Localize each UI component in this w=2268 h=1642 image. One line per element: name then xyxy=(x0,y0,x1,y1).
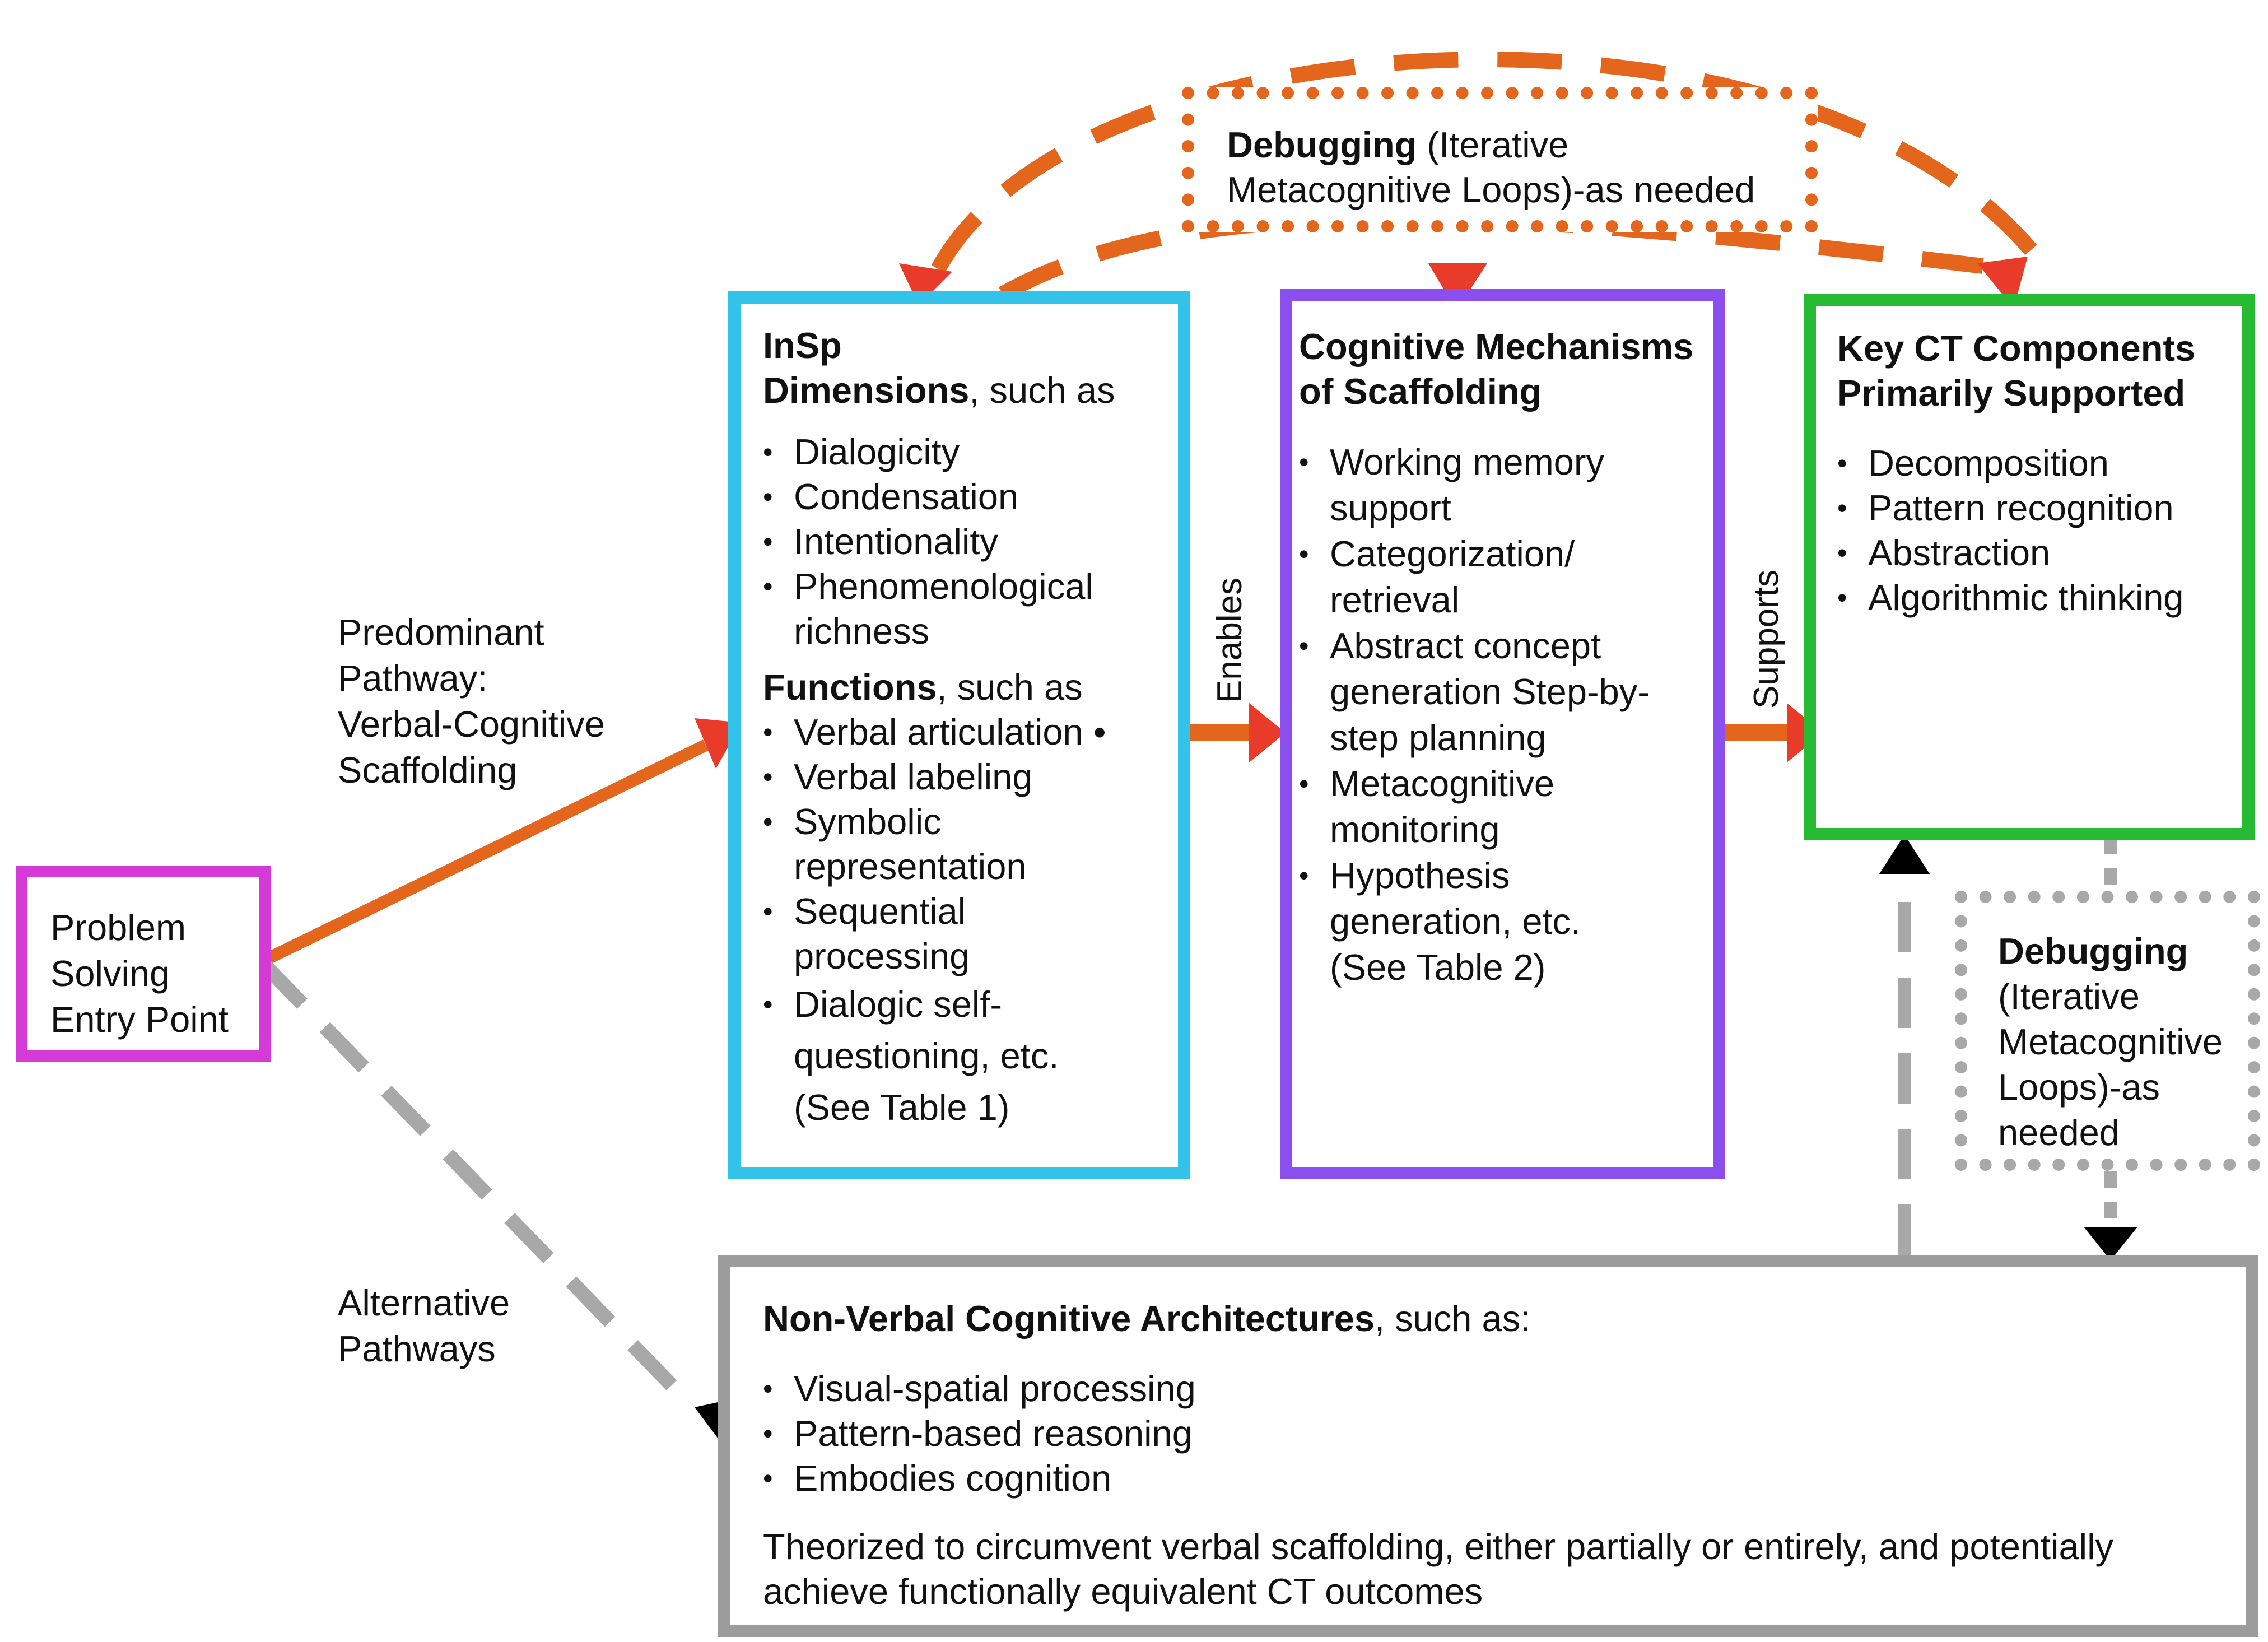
enables-label: Enables xyxy=(1210,577,1249,703)
dimensions-bold: Dimensions xyxy=(763,370,970,411)
cognitive-title-line: of Scaffolding xyxy=(1299,371,1542,412)
functions-suffix: , such as xyxy=(937,667,1083,708)
list-item: Metacognitive monitoring xyxy=(1299,761,1657,853)
debug-side-line: needed xyxy=(1998,1112,2120,1153)
nonverbal-title-bold: Non-Verbal Cognitive Architectures xyxy=(763,1298,1375,1339)
enables-arrowhead xyxy=(1249,703,1286,762)
list-item: Working memory support xyxy=(1299,439,1657,531)
list-item: Embodies cognition xyxy=(763,1456,2224,1501)
list-item: Algorithmic thinking xyxy=(1837,575,2237,620)
list-item: Hypothesis generation, etc. (See Table 2… xyxy=(1299,853,1657,990)
label-line: Verbal-Cognitive xyxy=(338,704,605,745)
key-ct-list: Decomposition Pattern recognition Abstra… xyxy=(1837,441,2237,620)
debug-arrowhead-cognitive xyxy=(1428,263,1487,311)
cognitive-list: Working memory support Categorization/ r… xyxy=(1299,439,1657,990)
predominant-pathway-label: Predominant Pathway: Verbal-Cognitive Sc… xyxy=(338,610,605,793)
debug-top-box: Debugging (Iterative Metacognitive Loops… xyxy=(1182,87,1818,232)
cognitive-mechanisms-box: Cognitive Mechanisms of Scaffolding Work… xyxy=(1280,289,1725,1179)
label-line: Predominant xyxy=(338,612,544,653)
list-item: Dialogic self-questioning, etc. (See Tab… xyxy=(763,979,1121,1133)
label-line: Pathway: xyxy=(338,658,488,699)
debug-top-rest: (Iterative xyxy=(1417,124,1569,165)
debug-side-bold: Debugging xyxy=(1998,931,2188,971)
nonverbal-list: Visual-spatial processing Pattern-based … xyxy=(763,1366,2224,1501)
insp-box: InSp Dimensions, such as Dialogicity Con… xyxy=(728,291,1190,1179)
key-ct-title-line: Key CT Components xyxy=(1837,328,2196,369)
entry-point-box: Problem Solving Entry Point xyxy=(16,866,271,1062)
label-line: Pathways xyxy=(338,1328,496,1369)
debug-side-line: Metacognitive xyxy=(1998,1021,2223,1062)
list-item: Categorization/ retrieval xyxy=(1299,531,1657,623)
dimensions-suffix: , such as xyxy=(969,370,1115,411)
list-item: Pattern recognition xyxy=(1837,486,2237,531)
debug-loop-outer-arc xyxy=(931,52,2057,280)
list-item: Symbolic representation xyxy=(763,799,1121,889)
list-item: Phenomenological richness xyxy=(763,564,1130,654)
insp-functions-list: Verbal articulation • Verbal labeling Sy… xyxy=(763,710,1121,1133)
supports-label: Supports xyxy=(1747,569,1786,709)
nonverbal-note: Theorized to circumvent verbal scaffoldi… xyxy=(763,1526,2114,1612)
nonverbal-heading: Non-Verbal Cognitive Architectures, such… xyxy=(763,1296,2224,1341)
debug-top-bold: Debugging xyxy=(1227,124,1417,165)
alternative-pathways-label: Alternative Pathways xyxy=(338,1280,510,1372)
predominant-arrow xyxy=(260,739,709,966)
cognitive-title-line: Cognitive Mechanisms xyxy=(1299,326,1694,367)
list-item: Verbal articulation • xyxy=(763,710,1121,755)
debug-arrowhead-insp xyxy=(899,263,952,305)
list-item: Pattern-based reasoning xyxy=(763,1411,2224,1456)
list-item: Intentionality xyxy=(763,519,1167,564)
list-item: Condensation xyxy=(763,475,1167,519)
list-item: Decomposition xyxy=(1837,441,2237,486)
list-item: Visual-spatial processing xyxy=(763,1366,2224,1411)
alternative-arrow xyxy=(258,958,697,1412)
alternative-arrowhead xyxy=(695,1401,725,1448)
nonverbal-title-suffix: , such as: xyxy=(1375,1298,1531,1339)
debug-down-arrowhead xyxy=(2084,1227,2137,1260)
insp-dimensions-heading: Dimensions, such as xyxy=(763,368,1167,413)
key-ct-title-line: Primarily Supported xyxy=(1837,373,2186,413)
debug-side-line: (Iterative xyxy=(1998,976,2140,1017)
list-item: Dialogicity xyxy=(763,430,1167,475)
key-ct-box: Key CT Components Primarily Supported De… xyxy=(1804,294,2255,840)
label-line: Scaffolding xyxy=(338,750,518,790)
entry-line: Solving xyxy=(50,953,170,994)
list-item: Verbal labeling xyxy=(763,755,1121,799)
debug-side-box: Debugging (Iterative Metacognitive Loops… xyxy=(1955,891,2260,1171)
debug-top-line-1: Debugging (Iterative xyxy=(1227,123,1805,168)
label-line: Alternative xyxy=(338,1282,510,1323)
debug-side-line: Loops)-as xyxy=(1998,1067,2160,1108)
entry-line: Problem xyxy=(50,907,187,948)
list-item: Abstraction xyxy=(1837,531,2237,575)
list-item: Abstract concept generation Step-by-step… xyxy=(1299,623,1657,761)
insp-functions-heading: Functions, such as xyxy=(763,665,1167,710)
insp-dimensions-list: Dialogicity Condensation Intentionality … xyxy=(763,430,1167,654)
debug-top-line-2: Metacognitive Loops)-as needed xyxy=(1227,169,1755,210)
keyct-up-arrowhead xyxy=(1879,835,1930,874)
nonverbal-box: Non-Verbal Cognitive Architectures, such… xyxy=(718,1255,2258,1637)
functions-bold: Functions xyxy=(763,667,937,708)
insp-title: InSp xyxy=(763,325,842,366)
list-item: Sequential processing xyxy=(763,889,1121,979)
entry-line: Entry Point xyxy=(50,999,229,1040)
